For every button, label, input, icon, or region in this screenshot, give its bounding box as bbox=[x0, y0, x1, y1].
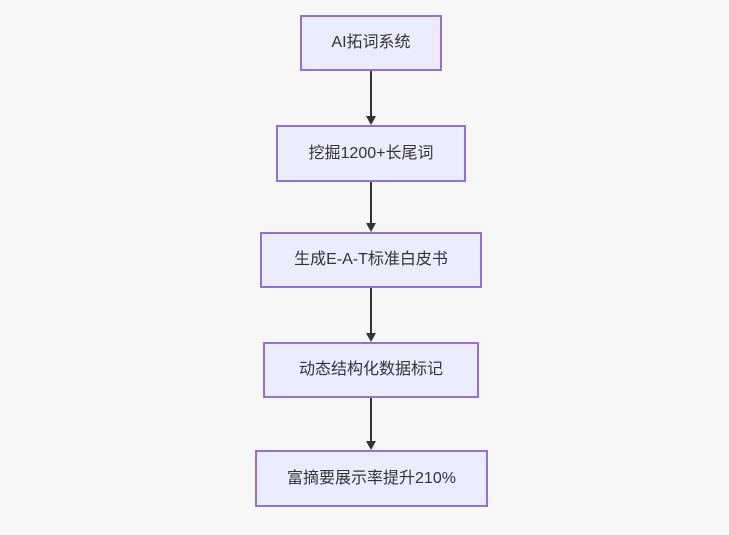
arrow-head-icon bbox=[366, 116, 376, 125]
arrow-down-3 bbox=[365, 288, 377, 342]
flow-node-structured-data: 动态结构化数据标记 bbox=[263, 342, 479, 398]
flow-node-label: 生成E-A-T标准白皮书 bbox=[294, 251, 448, 269]
flow-node-longtail-mining: 挖掘1200+长尾词 bbox=[276, 125, 466, 182]
flow-node-label: AI拓词系统 bbox=[331, 34, 411, 52]
arrow-line bbox=[370, 182, 372, 224]
flow-node-label: 动态结构化数据标记 bbox=[298, 361, 443, 379]
arrow-head-icon bbox=[366, 223, 376, 232]
arrow-down-2 bbox=[365, 182, 377, 232]
flow-node-eat-whitepaper: 生成E-A-T标准白皮书 bbox=[260, 232, 482, 288]
flow-node-label: 富摘要展示率提升210% bbox=[287, 469, 456, 487]
flow-node-label: 挖掘1200+长尾词 bbox=[308, 144, 434, 162]
arrow-line bbox=[370, 288, 372, 334]
arrow-line bbox=[370, 398, 372, 442]
flow-node-ai-word-system: AI拓词系统 bbox=[300, 15, 442, 71]
arrow-line bbox=[370, 71, 372, 117]
arrow-down-1 bbox=[365, 71, 377, 125]
flow-node-rich-snippet-result: 富摘要展示率提升210% bbox=[255, 450, 488, 507]
arrow-down-4 bbox=[365, 398, 377, 450]
arrow-head-icon bbox=[366, 441, 376, 450]
arrow-head-icon bbox=[366, 333, 376, 342]
